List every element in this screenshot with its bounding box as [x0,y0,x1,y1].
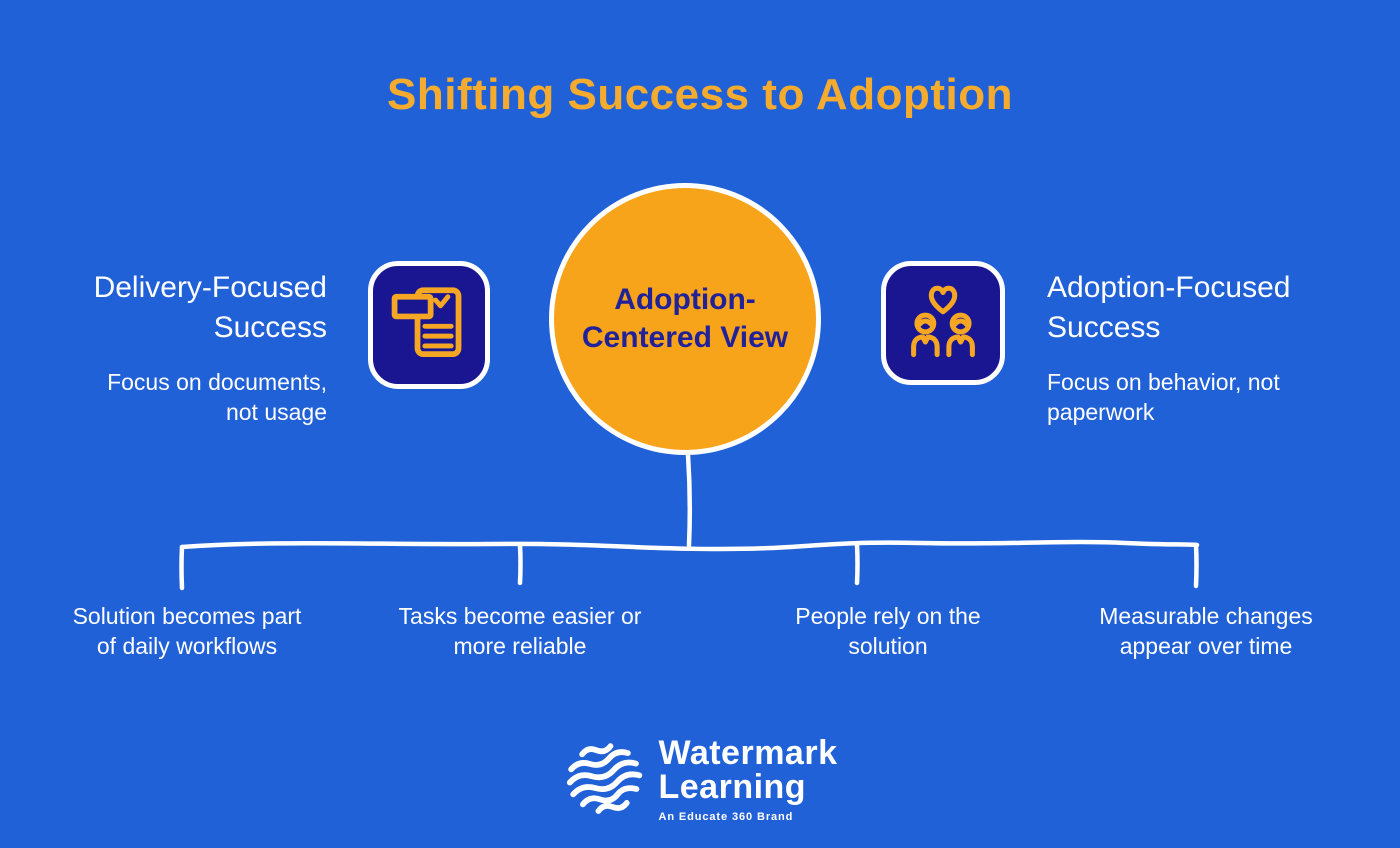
connector-bracket [179,452,1200,591]
watermark-wave-logo-icon [563,736,645,823]
adoption-focused-heading: Adoption-Focused Success [1047,271,1291,344]
outcome-daily-workflows: Solution becomes part of daily workflows [72,603,302,660]
people-tile [881,261,1005,385]
adoption-focused-block: Adoption-Focused Success Focus on behavi… [1047,268,1347,428]
circle-label: Adoption- Centered View [581,282,789,354]
brand-tagline: An Educate 360 Brand [658,811,794,823]
brand-text-block: Watermark Learning An Educate 360 Brand [659,736,838,823]
document-checklist-icon [388,281,470,370]
delivery-focused-block: Delivery-Focused Success Focus on docume… [40,268,327,428]
outcome-easier-tasks: Tasks become easier or more reliable [398,603,642,660]
adoption-focused-subtext: Focus on behavior, not paperwork [1047,368,1280,425]
outcome-people-rely: People rely on the solution [795,603,981,660]
adoption-centered-circle: Adoption- Centered View [549,183,821,455]
outcome-measurable-changes: Measurable changes appear over time [1099,603,1313,660]
delivery-focused-heading: Delivery-Focused Success [93,271,327,344]
document-tile [368,261,490,389]
brand-name: Watermark Learning [658,734,838,806]
delivery-focused-subtext: Focus on documents, not usage [107,368,327,425]
people-heart-icon [901,279,985,368]
brand-footer: Watermark Learning An Educate 360 Brand [0,736,1400,823]
page-title: Shifting Success to Adoption [387,70,1013,119]
